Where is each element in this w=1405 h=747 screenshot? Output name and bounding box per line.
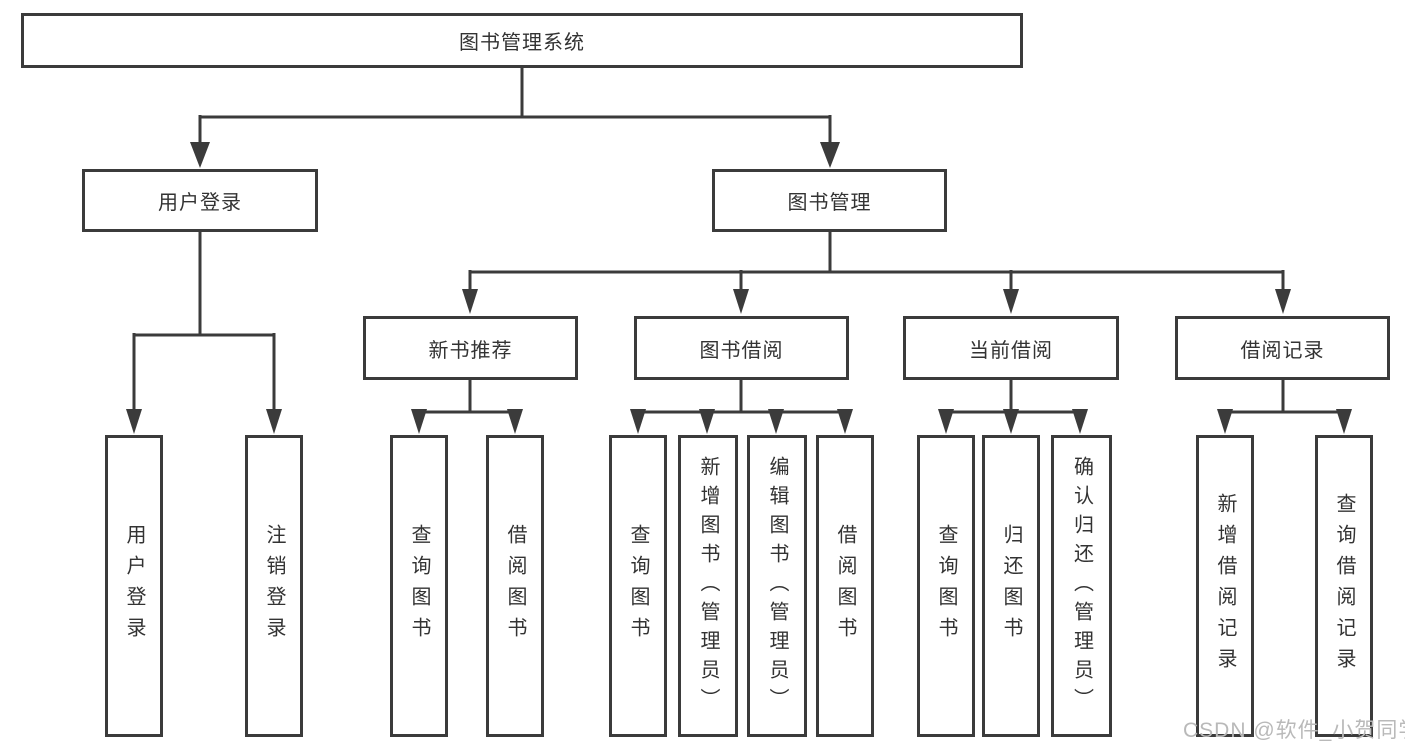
leaf-query-books-borrowing: 查询图书 <box>609 435 667 737</box>
leaf-user-login: 用户登录 <box>105 435 163 737</box>
node-book-management: 图书管理 <box>712 169 947 232</box>
leaf-query-books-recommend: 查询图书 <box>390 435 448 737</box>
leaf-add-borrow-record: 新增借阅记录 <box>1196 435 1254 737</box>
csdn-watermark: CSDN @软件_小贺同学 <box>1183 719 1405 742</box>
leaf-query-books-current: 查询图书 <box>917 435 975 737</box>
leaf-borrow-books-recommend: 借阅图书 <box>486 435 544 737</box>
leaf-borrow-books-borrowing: 借阅图书 <box>816 435 874 737</box>
leaf-return-book: 归还图书 <box>982 435 1040 737</box>
leaf-add-book-admin: 新增图书（管理员） <box>678 435 738 737</box>
leaf-edit-book-admin: 编辑图书（管理员） <box>747 435 807 737</box>
leaf-logout: 注销登录 <box>245 435 303 737</box>
leaf-query-borrow-record: 查询借阅记录 <box>1315 435 1373 737</box>
node-user-login-branch: 用户登录 <box>82 169 318 232</box>
leaf-confirm-return-admin: 确认归还（管理员） <box>1051 435 1112 737</box>
node-borrow-records: 借阅记录 <box>1175 316 1390 380</box>
node-new-book-recommend: 新书推荐 <box>363 316 578 380</box>
node-current-borrowing: 当前借阅 <box>903 316 1119 380</box>
node-library-management-system: 图书管理系统 <box>21 13 1023 68</box>
node-book-borrowing: 图书借阅 <box>634 316 849 380</box>
